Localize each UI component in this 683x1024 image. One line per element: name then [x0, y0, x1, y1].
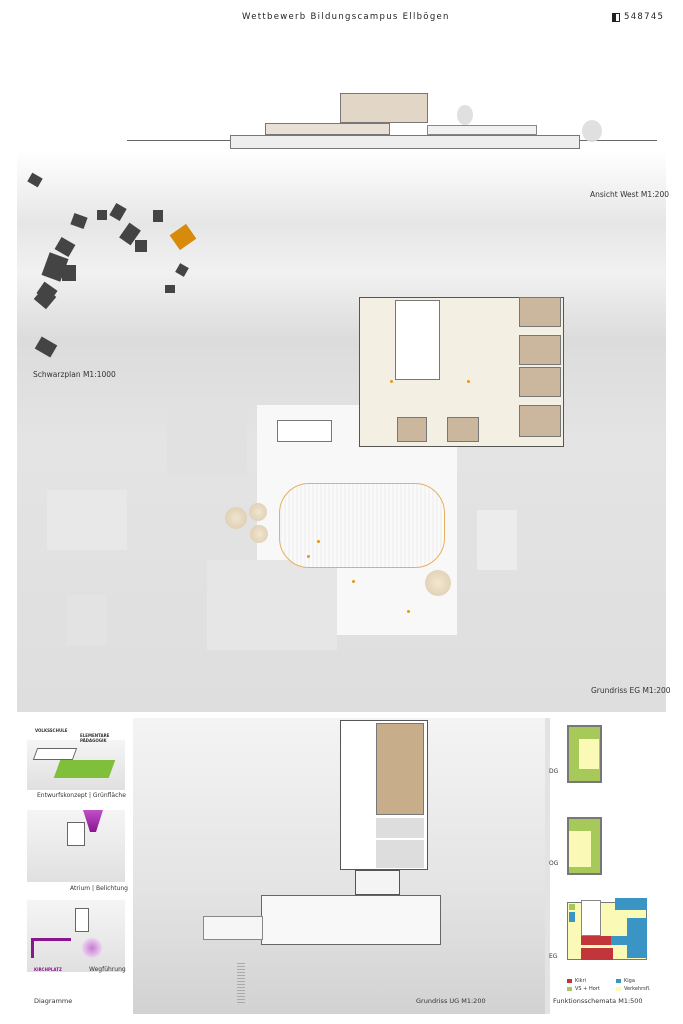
entry-code: 548745: [624, 12, 665, 22]
floor-dg: DG: [549, 768, 559, 775]
tag-kirchplatz: KIRCHPLATZ: [34, 967, 62, 972]
site-drawings-panel: Ansicht West M1:200 Schwarzplan M1:1000: [17, 35, 671, 712]
diagram-label-concept: Entwurfskonzept | Grünfläche: [37, 792, 126, 799]
basement-plan-panel: [133, 718, 545, 1014]
diagram-concept: [27, 740, 125, 790]
floor-eg: EG: [549, 953, 558, 960]
schema-dg: [567, 725, 602, 783]
legend-label: Kikri: [575, 978, 587, 984]
diagrams-title: Diagramme: [34, 997, 73, 1005]
diagram-label-paths: Wegführung: [89, 966, 126, 973]
floor-og: OG: [549, 860, 559, 867]
site-plan-label: Schwarzplan M1:1000: [33, 370, 116, 379]
legend-kiga: Kiga: [616, 978, 635, 984]
diagram-atrium: [27, 810, 125, 882]
box-icon: [612, 13, 620, 22]
diagram-paths: [27, 900, 125, 972]
legend-label: Verkehrsfl.: [624, 986, 651, 992]
project-site: [169, 223, 197, 251]
diagram-label-atrium: Atrium | Belichtung: [70, 885, 128, 892]
tag-elementare: ELEMENTARE PÄDAGOGIK: [80, 733, 110, 743]
elevation-label: Ansicht West M1:200: [590, 190, 669, 199]
legend-label: Kiga: [624, 978, 635, 984]
tag-volksschule: VOLKSSCHULE: [35, 728, 68, 733]
schemas-title: Funktionsschemata M1:500: [553, 997, 643, 1005]
ground-floor-label: Grundriss EG M1:200: [591, 686, 671, 695]
legend-vs-hort: VS + Hort: [567, 986, 600, 992]
schema-og: [567, 817, 602, 875]
poster-title: Wettbewerb Bildungscampus Ellbögen: [242, 12, 450, 22]
legend-kikri: Kikri: [567, 978, 586, 984]
legend-label: VS + Hort: [575, 986, 600, 992]
basement-label: Grundriss UG M1:200: [416, 997, 486, 1005]
legend-verkehrsflaeche: Verkehrsfl.: [616, 986, 651, 992]
schema-eg: [567, 898, 650, 960]
